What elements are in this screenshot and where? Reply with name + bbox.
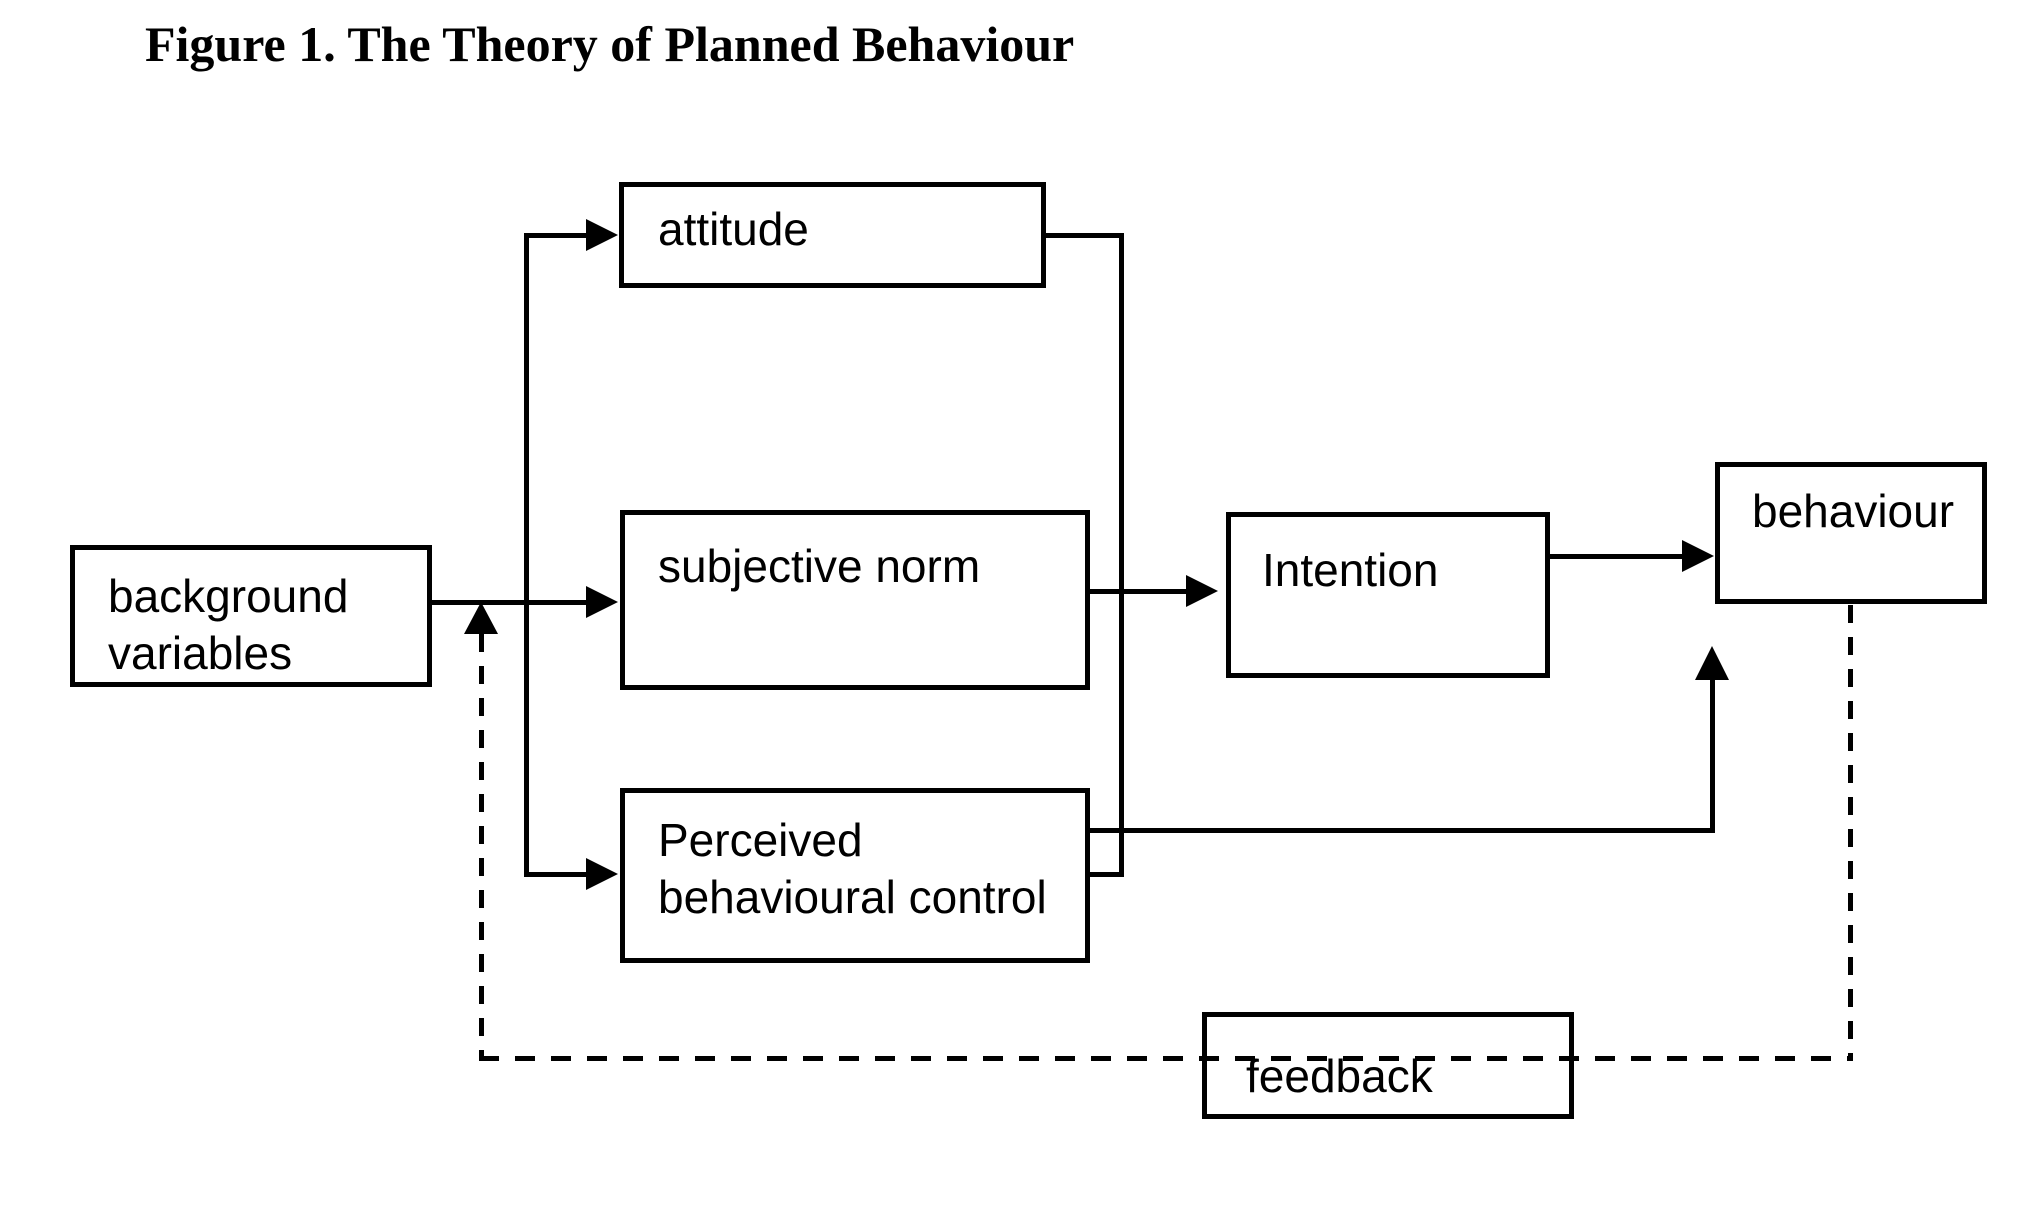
edge-to-attitude-line [524, 233, 586, 238]
node-feedback: feedback [1202, 1012, 1574, 1119]
figure-title: Figure 1. The Theory of Planned Behaviou… [145, 16, 1075, 72]
edge-subjective-norm-to-intention-line [1078, 589, 1186, 594]
arrowhead-up-into-behaviour-icon [1695, 646, 1729, 680]
node-perceived-behavioural-control-label: Perceived behavioural control [658, 814, 1047, 923]
node-attitude-label: attitude [658, 203, 809, 255]
arrowhead-into-subjective-norm-icon [586, 586, 618, 618]
node-behaviour-label: behaviour [1752, 485, 1955, 537]
arrowhead-into-pbc-icon [586, 858, 618, 890]
edge-pbc-to-behaviour-riser-line [1710, 678, 1715, 833]
edge-pbc-stub-line [1062, 872, 1124, 877]
arrowhead-into-behaviour-icon [1682, 540, 1714, 572]
arrowhead-up-feedback-icon [464, 602, 498, 634]
node-intention-label: Intention [1262, 544, 1439, 596]
edge-branch-vertical-line [524, 233, 529, 877]
edge-feedback-bottom-line [479, 1056, 1853, 1061]
edge-to-pbc-line [524, 872, 586, 877]
node-perceived-behavioural-control: Perceived behavioural control [620, 788, 1090, 963]
edge-intention-to-behaviour-line [1530, 554, 1682, 559]
node-intention: Intention [1226, 512, 1550, 678]
node-attitude: attitude [619, 182, 1046, 288]
arrowhead-into-attitude-icon [586, 219, 618, 251]
node-subjective-norm-label: subjective norm [658, 540, 981, 592]
node-subjective-norm: subjective norm [620, 510, 1090, 690]
edge-attitude-pbc-vertical-line [1119, 233, 1124, 877]
edge-pbc-to-behaviour-line [1062, 828, 1715, 833]
node-background-variables: background variables [70, 545, 432, 687]
edge-feedback-return-vertical-line [479, 634, 484, 1060]
edge-attitude-out-line [1025, 233, 1124, 238]
edge-background-trunk-line [432, 600, 590, 605]
arrowhead-into-intention-icon [1186, 575, 1218, 607]
node-background-variables-label: background variables [108, 570, 349, 679]
node-behaviour: behaviour [1715, 462, 1987, 604]
edge-behaviour-feedback-vertical-line [1848, 605, 1853, 1056]
